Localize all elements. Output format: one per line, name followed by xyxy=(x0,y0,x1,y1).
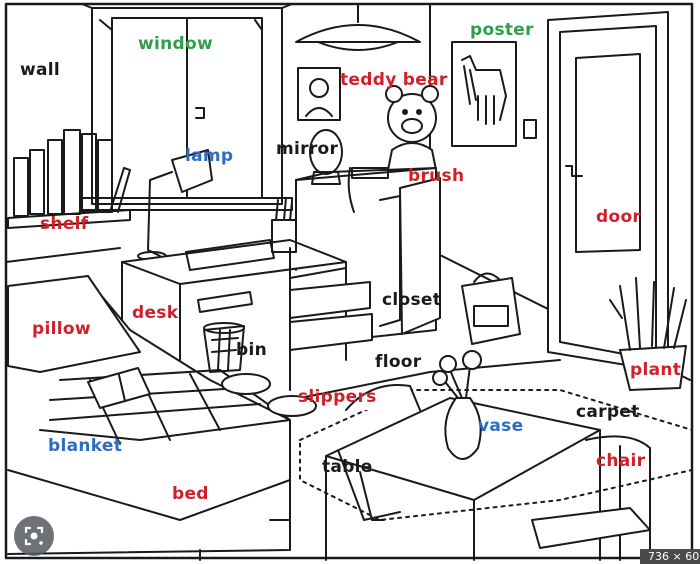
label-wall: wall xyxy=(20,60,61,80)
label-vase: vase xyxy=(478,416,524,436)
lens-glyph-icon xyxy=(24,526,44,546)
closet xyxy=(295,129,441,341)
plant xyxy=(609,277,687,391)
label-mirror: mirror xyxy=(276,139,339,159)
chair-back xyxy=(345,384,421,411)
label-window: window xyxy=(138,34,213,54)
ceiling-lamp xyxy=(295,3,421,51)
teddy-bear xyxy=(385,85,439,171)
label-table: table xyxy=(322,457,373,477)
shelf xyxy=(7,129,131,229)
bed xyxy=(7,275,291,561)
label-pillow: pillow xyxy=(32,319,91,339)
slippers xyxy=(221,373,317,417)
label-lamp: lamp xyxy=(185,146,234,166)
chair xyxy=(531,435,651,561)
label-teddy-bear: teddy bear xyxy=(340,70,448,90)
label-bed: bed xyxy=(172,484,209,504)
google-lens-icon[interactable] xyxy=(14,516,54,556)
label-brush: brush xyxy=(408,166,465,186)
backpack xyxy=(461,272,521,345)
image-dimensions-badge: 736 × 60 xyxy=(640,549,700,564)
label-door: door xyxy=(596,207,642,227)
label-shelf: shelf xyxy=(40,214,89,234)
desk xyxy=(121,197,373,391)
label-poster: poster xyxy=(470,20,534,40)
portrait-picture xyxy=(297,67,341,121)
door xyxy=(523,11,669,373)
vase xyxy=(432,350,482,460)
label-desk: desk xyxy=(132,303,179,323)
label-closet: closet xyxy=(382,290,442,310)
bin xyxy=(203,322,245,373)
label-carpet: carpet xyxy=(576,402,640,422)
label-bin: bin xyxy=(236,340,267,360)
label-chair: chair xyxy=(596,451,646,471)
picture-frame xyxy=(4,2,694,560)
label-floor: floor xyxy=(375,352,422,372)
floor-line xyxy=(289,359,561,401)
label-slippers: slippers xyxy=(298,387,377,407)
poster xyxy=(451,41,517,147)
label-blanket: blanket xyxy=(48,436,123,456)
label-plant: plant xyxy=(630,360,682,380)
